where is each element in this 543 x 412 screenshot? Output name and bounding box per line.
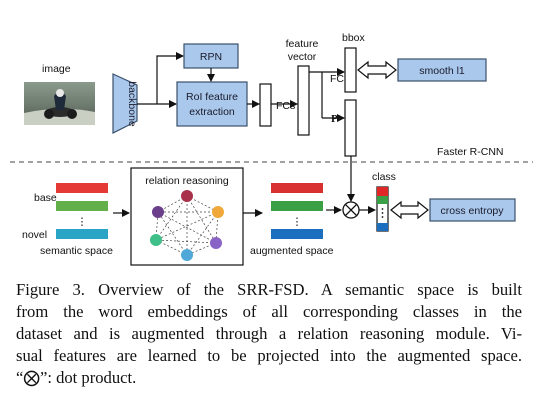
class-score-vector: [376, 186, 389, 232]
faster-rcnn-label: Faster R-CNN: [437, 146, 504, 158]
caption-line: “⨂”: dot product.: [16, 368, 137, 387]
projection-p-bar: [344, 99, 357, 157]
rpn-box: [183, 43, 239, 69]
srr-fsd-diagram: image backbone RPN RoI feature extractio…: [10, 32, 533, 266]
branch-line: [309, 71, 323, 118]
backbone-block: backbone: [112, 73, 138, 134]
augmented-ellipsis: ⋮: [292, 216, 303, 228]
bbox-fc-bar: [344, 47, 357, 93]
relation-reasoning-label: relation reasoning: [145, 175, 229, 187]
roi-feature-extraction-box: [176, 81, 248, 127]
fc-label: FC: [330, 73, 344, 85]
semantic-ellipsis: ⋮: [77, 216, 88, 228]
caption-line: from the word embeddings of all correspo…: [16, 302, 522, 321]
relation-graph: [150, 190, 224, 261]
image-label: image: [42, 63, 71, 75]
double-arrow-cross-entropy: [390, 200, 429, 220]
roi-label-line1: RoI feature: [186, 91, 238, 103]
backbone-label: backbone: [126, 81, 138, 127]
graph-edge: [186, 195, 217, 244]
graph-edge: [186, 211, 219, 256]
arrow-backbone-rpn: [156, 52, 184, 104]
augmented-embedding-blue: [271, 229, 323, 239]
graph-node: [150, 234, 162, 246]
cross-entropy-box: [429, 198, 516, 222]
class-label: class: [372, 171, 396, 183]
dot-product-icon: [342, 201, 360, 219]
graph-node: [212, 206, 224, 218]
smooth-l1-label: smooth l1: [419, 65, 465, 77]
graph-edge: [155, 211, 219, 241]
graph-node: [181, 249, 193, 261]
feature-vector-label-1: feature: [286, 38, 319, 50]
cross-entropy-label: cross entropy: [440, 205, 504, 217]
graph-node: [152, 206, 164, 218]
base-embedding-green: [56, 201, 108, 211]
double-arrow-smooth-l1: [357, 60, 397, 80]
feature-vector-label-2: vector: [288, 51, 317, 63]
semantic-space-label: semantic space: [40, 245, 113, 257]
graph-node: [181, 190, 193, 202]
graph-node: [210, 237, 222, 249]
roi-label-line2: extraction: [189, 106, 235, 118]
graph-edge: [157, 211, 188, 256]
input-image-thumbnail: [24, 82, 95, 125]
caption-line: dataset and is augmented through a relat…: [16, 324, 522, 343]
fcs-bar: [259, 83, 272, 127]
feature-vector-bar: [297, 65, 310, 136]
novel-label: novel: [22, 229, 47, 241]
p-label: P: [331, 113, 338, 125]
augmented-space-label: augmented space: [250, 245, 334, 257]
graph-edge: [157, 211, 217, 244]
base-embedding-red: [56, 183, 108, 193]
smooth-l1-box: [397, 58, 487, 82]
graph-edge: [155, 195, 188, 241]
figure-caption: Figure 3. Overview of the SRR-FSD. A sem…: [16, 279, 522, 389]
novel-embedding-cyan: [56, 229, 108, 239]
augmented-embedding-red: [271, 183, 323, 193]
caption-line: Figure 3. Overview of the SRR-FSD. A sem…: [16, 280, 522, 299]
fcs-label: FCs: [276, 100, 295, 112]
caption-line: sual features are learned to be projecte…: [16, 346, 522, 365]
augmented-embedding-green: [271, 201, 323, 211]
rpn-label: RPN: [200, 51, 222, 63]
bbox-label: bbox: [342, 32, 366, 44]
base-label: base: [34, 192, 57, 204]
